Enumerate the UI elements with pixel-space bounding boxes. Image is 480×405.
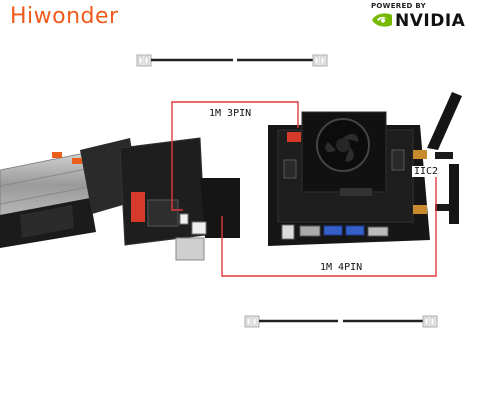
powered-by-label: POWERED BY [371, 2, 427, 10]
fan-icon [316, 118, 370, 172]
hiwonder-logo: Hiwonder [10, 4, 119, 29]
lidar-module [0, 137, 240, 261]
nvidia-eye-icon [372, 13, 392, 27]
servo-port-icon [131, 192, 145, 222]
cable-3pin-label: 1M 3PIN [207, 108, 254, 119]
cable-bottom-icon [244, 315, 438, 328]
cable-top-icon [136, 54, 328, 67]
antenna-icon [413, 92, 462, 224]
nvidia-wordmark: NVIDIA [395, 11, 466, 31]
cable-4pin-label: 1M 4PIN [318, 262, 365, 273]
iic2-port-label: IIC2 [412, 166, 441, 177]
